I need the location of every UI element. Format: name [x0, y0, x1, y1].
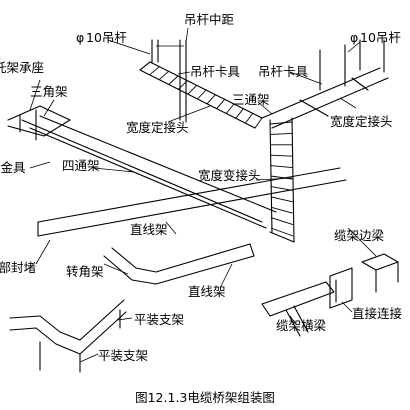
label-triangle-frame: 三角架 — [30, 84, 68, 99]
riser-rung — [270, 217, 294, 226]
label-hardware: 五金具 — [0, 160, 26, 175]
label-width-change-joint: 宽度变接头 — [198, 168, 261, 183]
riser-rung — [270, 185, 293, 191]
label-flat-bracket-upper: 平装支架 — [134, 312, 184, 327]
label-width-fixed-joint-left: 宽度定接头 — [126, 120, 189, 135]
tray-rung — [225, 103, 235, 114]
tray-rung — [149, 66, 160, 76]
label-bracket-seat: 托架承座 — [0, 60, 44, 75]
label-four-way: 四通架 — [62, 158, 100, 173]
riser-rung — [269, 121, 293, 125]
vertical-riser — [269, 117, 295, 243]
label-flat-bracket-lower: 平装支架 — [98, 348, 148, 363]
tray-main-diagonal — [21, 115, 277, 229]
tray-left-segment — [7, 105, 71, 141]
tray-rung — [178, 80, 188, 90]
label-phi-right: φ — [350, 30, 358, 45]
label-rod-left: 10吊杆 — [86, 30, 127, 45]
tray-rung — [168, 75, 179, 85]
label-straight-upper: 直线架 — [130, 222, 168, 237]
riser-rung — [270, 227, 294, 237]
label-hanger-spacing: 吊杆中距 — [184, 12, 234, 27]
tray-rung — [216, 99, 226, 109]
label-tray-edge-beam: 缆架边梁 — [334, 228, 385, 243]
detail-parts — [261, 253, 399, 337]
label-rod-right: 10吊杆 — [360, 30, 401, 45]
tray-rung — [139, 61, 151, 71]
riser-rung — [270, 196, 293, 203]
riser-rung — [270, 165, 293, 169]
riser-rung — [270, 206, 293, 214]
tray-corner — [103, 243, 255, 285]
label-rod-clamp-left: 吊杆卡具 — [190, 64, 241, 79]
tray-rung — [235, 108, 244, 119]
labels: 吊杆中距 φ 10吊杆 φ 10吊杆 吊杆卡具 吊杆卡具 托架承座 三角架 三通… — [0, 12, 403, 363]
tray-rung — [206, 94, 216, 105]
label-straight-lower: 直线架 — [188, 284, 226, 299]
tray-rung — [254, 117, 263, 129]
tray-flat-bracket — [9, 299, 127, 373]
label-phi-left: φ — [76, 30, 84, 45]
label-tray-cross-beam: 缆架横梁 — [276, 318, 327, 333]
tray-upper-right — [261, 67, 389, 129]
label-direct-joint: 直接连接 — [352, 306, 403, 321]
label-rod-clamp-right: 吊杆卡具 — [258, 64, 309, 79]
riser-rung — [270, 154, 293, 157]
tray-cross — [37, 167, 347, 237]
riser-rung — [270, 132, 293, 135]
tray-upper-left — [139, 61, 263, 129]
hanger-rods — [151, 39, 385, 123]
tray-rung — [187, 85, 197, 95]
tray-rung — [245, 113, 254, 124]
label-width-fixed-joint-right: 宽度定接头 — [330, 114, 393, 129]
label-end-block: 端部封堵 — [0, 260, 36, 275]
tray-rung — [158, 70, 169, 81]
label-tee-frame: 三通架 — [232, 92, 270, 107]
figure-caption: 图12.1.3电缆桥架组装图 — [135, 390, 275, 405]
leader-lines — [29, 27, 377, 363]
tray-rung — [197, 89, 207, 100]
label-corner-frame: 转角架 — [66, 264, 104, 279]
